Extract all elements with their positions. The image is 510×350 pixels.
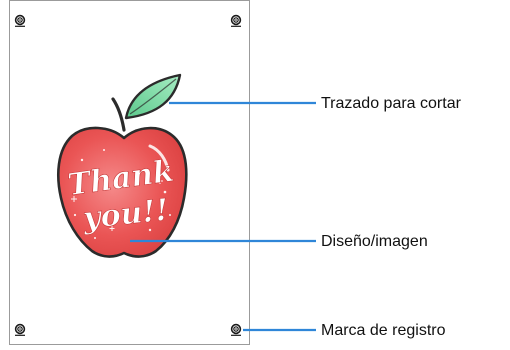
apple-artwork: Thank you!! [56,73,188,258]
artwork-text-you: you!! [80,193,170,237]
callout-cut-path: Trazado para cortar [321,95,461,112]
apple-stem [111,97,126,132]
apple-body [56,126,188,258]
callout-registration-mark: Marca de registro [321,322,446,339]
callout-design-image: Diseño/imagen [321,233,428,250]
pointers [130,101,316,332]
